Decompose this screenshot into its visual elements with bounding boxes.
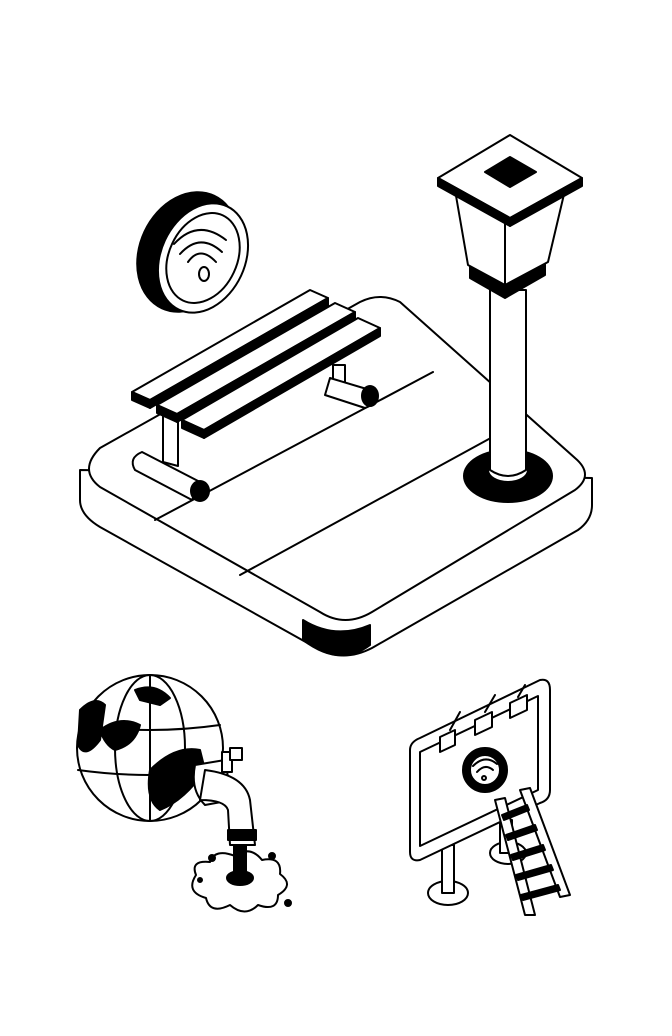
globe-with-tap	[76, 674, 292, 913]
bench	[131, 289, 381, 502]
billboard-with-ladder	[409, 678, 571, 916]
wifi-sign-icon	[136, 191, 250, 314]
park-platform	[79, 296, 593, 657]
street-lamp	[437, 134, 583, 503]
